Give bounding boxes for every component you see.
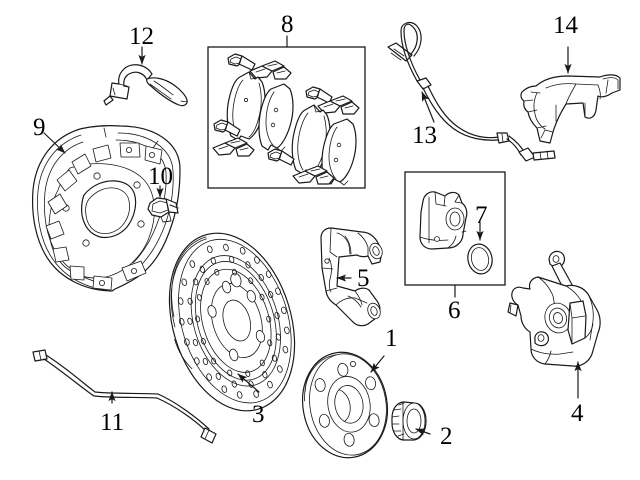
- brake-pad: [321, 118, 357, 186]
- piston-seal-ring: [467, 243, 493, 275]
- callout-label-9: 9: [33, 114, 46, 141]
- callout-label-13: 13: [412, 122, 437, 149]
- callout-label-1: 1: [385, 325, 398, 352]
- callout-label-2: 2: [440, 423, 453, 450]
- leader-2: [415, 428, 431, 436]
- callout-label-3: 3: [252, 401, 265, 428]
- callout-label-14: 14: [553, 12, 578, 39]
- box-brake-pad-set: [207, 35, 366, 189]
- guide-bolt: [213, 119, 241, 137]
- part-axle-nut: [391, 401, 427, 441]
- leader-13: [421, 91, 435, 123]
- part-parking-brake-actuator-bracket: [520, 74, 621, 144]
- callout-label-6: 6: [448, 297, 461, 324]
- retaining-clip: [212, 137, 255, 157]
- guide-bolt: [267, 148, 295, 166]
- retaining-clip: [292, 165, 335, 185]
- part-wheel-hub-assembly: [302, 351, 388, 459]
- callout-label-5: 5: [357, 265, 370, 292]
- part-brake-pad-wear-sensor-cable: [32, 349, 217, 444]
- leader-1: [370, 355, 385, 373]
- part-brake-rotor-disc: [168, 232, 296, 412]
- callout-label-8: 8: [281, 11, 294, 38]
- callout-label-11: 11: [100, 409, 125, 436]
- part-caliper-mounting-bracket: [320, 227, 383, 327]
- box-caliper-housing-kit: [404, 171, 506, 298]
- callout-label-12: 12: [129, 23, 154, 50]
- part-brake-caliper: [507, 250, 601, 367]
- guide-bolt: [227, 53, 256, 71]
- caliper-housing: [419, 191, 468, 250]
- callout-label-10: 10: [148, 163, 173, 190]
- brake-pad: [258, 83, 294, 152]
- callout-label-7: 7: [475, 202, 488, 229]
- callout-label-4: 4: [571, 400, 584, 427]
- part-brake-dust-shield: [31, 125, 181, 292]
- guide-bolt: [305, 86, 333, 104]
- leader-3: [237, 373, 260, 393]
- retaining-clip: [249, 60, 292, 80]
- part-abs-wheel-speed-sensor: [103, 64, 188, 107]
- part-shield-mounting-bolt: [147, 197, 179, 223]
- part-brake-hose-line-assembly: [387, 21, 556, 162]
- brake-pad: [226, 71, 266, 141]
- leader-9: [43, 132, 66, 154]
